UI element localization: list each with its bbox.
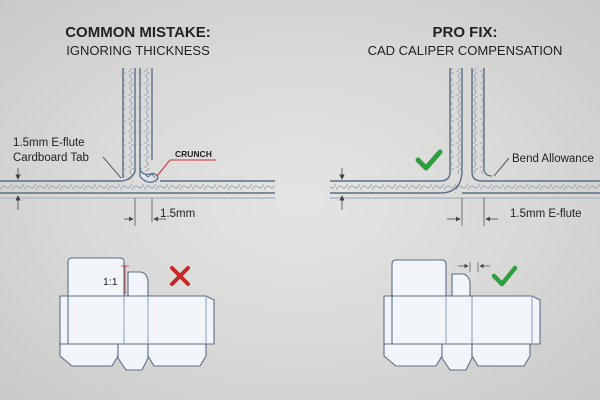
crunch-leader [156, 159, 171, 177]
left-vertical-wall [122, 68, 153, 180]
left-gap-label: 1.5mm [160, 208, 195, 220]
left-gap-dimension: 1.5mm [124, 198, 195, 226]
left-horizontal-sheet [0, 171, 275, 199]
right-subheading: CAD CALIPER COMPENSATION [368, 43, 563, 58]
ratio-label: 1:1 [103, 276, 118, 288]
right-horizontal-sheet [330, 167, 600, 199]
crunch-label: CRUNCH [175, 149, 212, 159]
bend-allowance-leader [493, 157, 510, 177]
crunch-collision [139, 167, 159, 183]
left-box-dieline [59, 257, 215, 371]
right-vertical-wall [449, 68, 485, 174]
material-label-line2: Cardboard Tab [13, 152, 89, 164]
right-box-dieline [383, 259, 541, 371]
check-mark-icon [415, 149, 443, 171]
cross-mark-icon [170, 266, 190, 286]
right-gap-label: 1.5mm E-flute [510, 208, 582, 220]
bend-allowance-label: Bend Allowance [512, 153, 594, 165]
material-leader [102, 156, 122, 179]
right-panel: PRO FIX: CAD CALIPER COMPENSATION [330, 24, 600, 371]
material-label-line1: 1.5mm E-flute [13, 137, 85, 149]
left-subheading: IGNORING THICKNESS [66, 43, 210, 58]
right-gap-dimension: 1.5mm E-flute [447, 198, 582, 226]
left-panel: COMMON MISTAKE: IGNORING THICKNESS C [0, 24, 275, 371]
left-heading: COMMON MISTAKE: [65, 24, 211, 41]
check-mark-icon-box [491, 265, 518, 287]
right-heading: PRO FIX: [432, 24, 497, 41]
